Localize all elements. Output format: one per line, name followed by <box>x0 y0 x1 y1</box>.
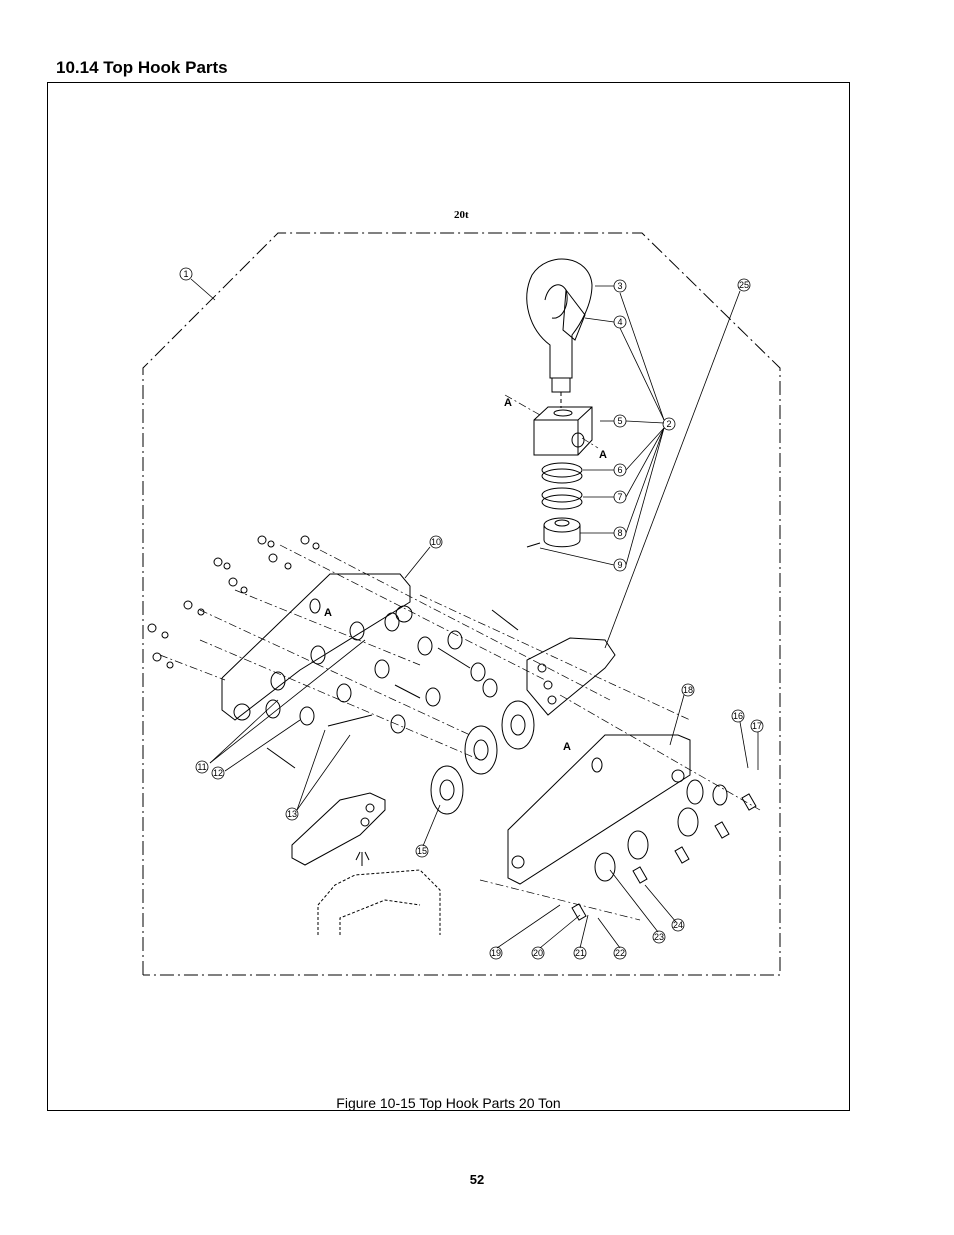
left-side-plate <box>221 573 413 721</box>
view-marker-a-right-plate: A <box>563 741 571 753</box>
callout-3: 3 <box>617 281 622 291</box>
spacers <box>265 612 498 734</box>
callout-15: 15 <box>417 846 427 856</box>
callout-21: 21 <box>575 948 585 958</box>
center-lines <box>159 394 761 921</box>
view-marker-a-left-plate: A <box>324 607 332 619</box>
upper-bracket <box>526 637 616 716</box>
callout-20: 20 <box>533 948 543 958</box>
callout-2: 2 <box>666 419 671 429</box>
callout-12: 12 <box>213 768 223 778</box>
sheaves <box>430 700 535 815</box>
figure-frame: Figure 10-15 Top Hook Parts 20 Ton <box>47 82 850 1111</box>
callout-9: 9 <box>617 560 622 570</box>
section-title: 10.14 Top Hook Parts <box>56 58 228 77</box>
callout-6: 6 <box>617 465 622 475</box>
fasteners-left <box>147 535 320 669</box>
lower-bracket <box>291 792 386 866</box>
callout-17: 17 <box>752 721 762 731</box>
view-marker-a-upper-right: A <box>599 449 607 461</box>
callout-numbers: 1 2 3 4 5 6 7 8 9 10 11 12 13 15 16 17 1… <box>179 267 764 960</box>
page-number: 52 <box>469 1172 485 1187</box>
leader-lines <box>190 278 759 949</box>
callout-16: 16 <box>733 711 743 721</box>
housing-outline <box>317 869 441 935</box>
callout-19: 19 <box>491 948 501 958</box>
view-markers: A A A A <box>324 397 607 753</box>
capacity-label: 20t <box>454 209 469 221</box>
view-marker-a-upper-left: A <box>504 397 512 409</box>
callout-8: 8 <box>617 528 622 538</box>
callout-23: 23 <box>654 932 664 942</box>
bearing-drawing <box>526 462 583 548</box>
callout-11: 11 <box>197 762 206 772</box>
callout-18: 18 <box>683 685 693 695</box>
callout-10: 10 <box>431 537 441 547</box>
callout-22: 22 <box>615 948 625 958</box>
callout-4: 4 <box>617 317 622 327</box>
shafts <box>266 609 519 769</box>
figure-caption: Figure 10-15 Top Hook Parts 20 Ton <box>336 1095 561 1111</box>
assembly-boundary <box>142 232 781 976</box>
callout-7: 7 <box>617 492 622 502</box>
callout-1: 1 <box>183 269 188 279</box>
callout-13: 13 <box>287 809 297 819</box>
hook-drawing <box>526 258 593 408</box>
right-side-plate <box>507 734 691 885</box>
right-pins <box>571 779 757 921</box>
callout-25: 25 <box>739 280 749 290</box>
crosshead-drawing <box>533 406 593 456</box>
callout-24: 24 <box>673 920 683 930</box>
callout-5: 5 <box>617 416 622 426</box>
